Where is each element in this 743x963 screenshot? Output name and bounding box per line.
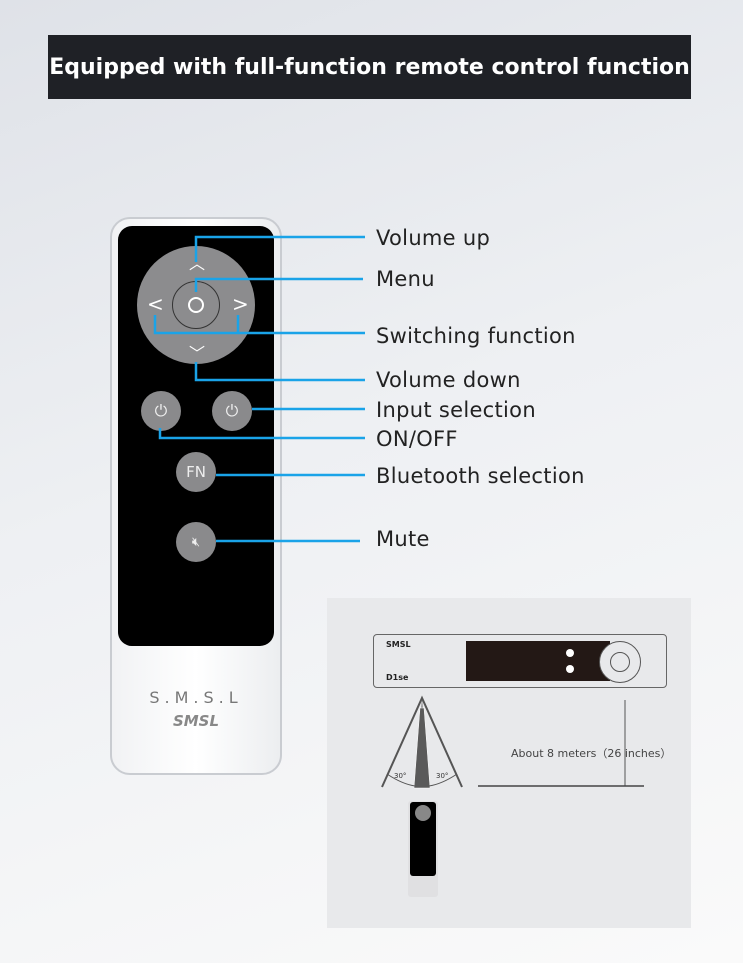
label-switching: Switching function (376, 324, 576, 348)
power-icon: ⏻ (154, 401, 168, 420)
input-button[interactable]: ⏻ (212, 391, 252, 431)
callout-lines (153, 235, 365, 543)
line-volume-up (194, 235, 365, 262)
mute-button[interactable]: 🔇︎ (176, 522, 216, 562)
label-onoff: ON/OFF (376, 427, 458, 451)
title-banner: Equipped with full-function remote contr… (48, 35, 691, 99)
chevron-up-icon: ︿ (189, 254, 206, 273)
indicator-dot (566, 649, 574, 657)
input-icon: ⏻ (225, 401, 239, 420)
label-volume-down: Volume down (376, 368, 521, 392)
menu-icon (188, 297, 204, 313)
line-volume-down (194, 362, 365, 382)
chevron-down-icon: ﹀ (189, 344, 206, 363)
device-display (466, 641, 610, 681)
device-illustration (373, 634, 667, 688)
brand-text: S.M.S.L (149, 688, 243, 707)
knob-center (610, 652, 630, 672)
device-logo: SMSL (386, 640, 411, 649)
banner-title: Equipped with full-function remote contr… (49, 54, 690, 80)
line-menu (194, 277, 363, 292)
line-onoff (158, 428, 365, 440)
chevron-left-icon: < (147, 292, 164, 316)
mini-dpad (415, 805, 431, 821)
power-button[interactable]: ⏻ (141, 391, 181, 431)
mute-icon: 🔇︎ (191, 534, 201, 550)
indicator-dot (566, 665, 574, 673)
label-menu: Menu (376, 267, 435, 291)
distance-label: About 8 meters（26 inches） (511, 747, 672, 760)
label-mute: Mute (376, 527, 430, 551)
line-switching (153, 315, 365, 335)
angle-left: 30° (394, 772, 407, 780)
device-model: D1se (386, 673, 409, 682)
label-bluetooth: Bluetooth selection (376, 464, 585, 488)
brand-logo: SMSL (172, 712, 220, 730)
chevron-right-icon: > (232, 292, 249, 316)
angle-right: 30° (436, 772, 449, 780)
signal-cone (381, 695, 644, 789)
label-volume-up: Volume up (376, 226, 491, 250)
fn-button[interactable]: FN (176, 452, 216, 492)
label-input: Input selection (376, 398, 536, 422)
fn-label: FN (186, 463, 206, 481)
